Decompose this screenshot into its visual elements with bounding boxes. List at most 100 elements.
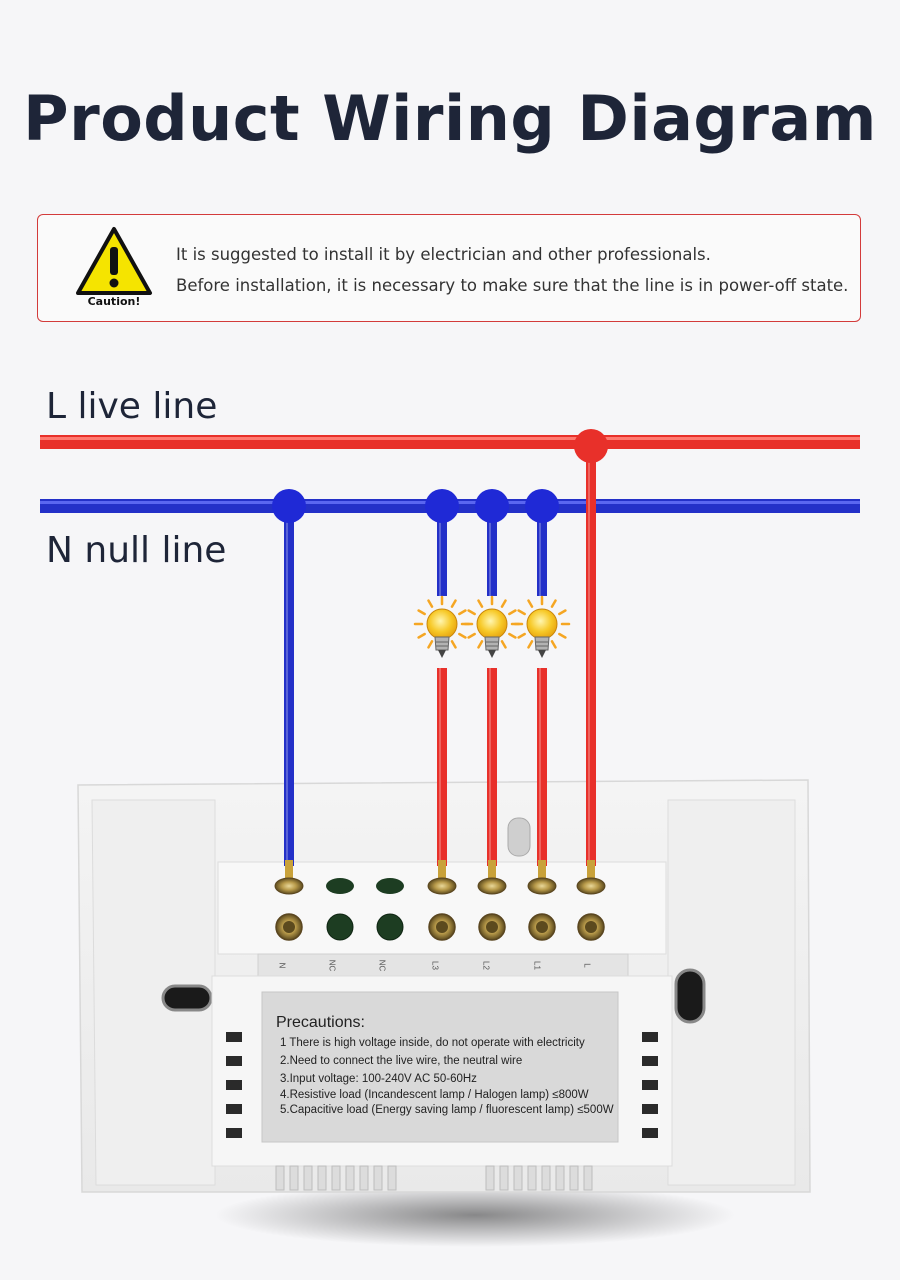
bulb-base bbox=[434, 636, 450, 651]
bulb-glass bbox=[526, 608, 558, 640]
bulb-ray bbox=[517, 609, 526, 616]
side-vent-left bbox=[226, 1080, 242, 1090]
bulb-ray bbox=[427, 640, 434, 649]
bulb-ray bbox=[458, 632, 467, 639]
terminal-label-n: N bbox=[277, 962, 287, 969]
wire-l-highlight bbox=[588, 446, 590, 866]
null-junction-n bbox=[272, 489, 306, 523]
bottom-vent bbox=[513, 1165, 523, 1191]
terminal-screw-center bbox=[436, 921, 448, 933]
wire-l1-load-highlight bbox=[539, 668, 541, 866]
terminal-label-strip bbox=[257, 953, 629, 977]
wire-l1-null-highlight bbox=[539, 506, 541, 596]
bulb-ray bbox=[527, 640, 534, 649]
bulb-ray bbox=[558, 609, 567, 616]
nc-terminal-screw bbox=[376, 913, 404, 941]
terminal-top bbox=[576, 877, 606, 895]
wire-tip bbox=[285, 860, 293, 880]
terminal-screw-center bbox=[283, 921, 295, 933]
bottom-vent bbox=[317, 1165, 327, 1191]
page-title: Product Wiring Diagram bbox=[23, 82, 877, 155]
precaution-item-3: 3.Input voltage: 100-240V AC 50-60Hz bbox=[280, 1073, 477, 1085]
wire-l3-load-highlight bbox=[439, 668, 441, 866]
side-vent-right bbox=[642, 1080, 658, 1090]
lamp-bulbs bbox=[413, 595, 571, 658]
caution-box: Caution! It is suggested to install it b… bbox=[37, 214, 861, 322]
bulb-tip bbox=[488, 650, 496, 658]
terminal-top bbox=[274, 877, 304, 895]
wire-l3-null bbox=[437, 506, 447, 596]
nc-terminal-top bbox=[326, 878, 354, 894]
bulb-ray bbox=[517, 632, 526, 639]
live-line-highlight bbox=[40, 437, 860, 440]
bulb-ray bbox=[458, 609, 467, 616]
bottom-vent bbox=[373, 1165, 383, 1191]
wire-l2-load bbox=[487, 668, 497, 866]
bulb-ray bbox=[427, 599, 434, 608]
wire-l3-null-highlight bbox=[439, 506, 441, 596]
terminal-label-nc-2: NC bbox=[377, 959, 387, 972]
bulb-glass bbox=[476, 608, 508, 640]
side-vent-right bbox=[642, 1104, 658, 1114]
bulb-ray bbox=[417, 632, 426, 639]
bottom-vent bbox=[569, 1165, 579, 1191]
bulb-ray bbox=[477, 599, 484, 608]
vertical-wires bbox=[284, 446, 596, 880]
terminal-screw-center bbox=[486, 921, 498, 933]
bulb-ray bbox=[450, 599, 457, 608]
precautions-sticker bbox=[261, 991, 619, 1143]
bulb-ray bbox=[477, 640, 484, 649]
bulb-ray bbox=[467, 632, 476, 639]
wire-n bbox=[284, 506, 294, 866]
wire-l3-load bbox=[437, 668, 447, 866]
precaution-item-1: 1 There is high voltage inside, do not o… bbox=[280, 1037, 585, 1049]
side-vent-right bbox=[642, 1032, 658, 1042]
terminal-label-l2: L2 bbox=[481, 961, 491, 970]
bottom-vent bbox=[527, 1165, 537, 1191]
terminal-screw-center bbox=[585, 921, 597, 933]
bulb-tip bbox=[538, 650, 546, 658]
wire-tip bbox=[538, 860, 546, 880]
caution-text-2: Before installation, it is necessary to … bbox=[176, 276, 849, 295]
bottom-vent bbox=[359, 1165, 369, 1191]
bulb-glass bbox=[426, 608, 458, 640]
terminal-label-l3: L3 bbox=[430, 961, 440, 970]
side-vent-left bbox=[226, 1128, 242, 1138]
plate-inner-left bbox=[91, 799, 216, 1186]
warning-triangle-icon bbox=[76, 227, 152, 295]
bottom-vent bbox=[345, 1165, 355, 1191]
switch-shadow bbox=[215, 1183, 735, 1247]
bulb-base bbox=[534, 636, 550, 651]
nc-terminal-top bbox=[376, 878, 404, 894]
side-vent-left bbox=[226, 1056, 242, 1066]
live-line-label: L live line bbox=[46, 386, 218, 427]
bottom-vent bbox=[331, 1165, 341, 1191]
wire-tip bbox=[438, 860, 446, 880]
terminal-screws bbox=[274, 877, 606, 941]
bottom-vent bbox=[555, 1165, 565, 1191]
terminal-top bbox=[527, 877, 557, 895]
side-vent-right bbox=[642, 1056, 658, 1066]
precautions-title: Precautions: bbox=[276, 1014, 365, 1031]
side-vent-left bbox=[226, 1032, 242, 1042]
terminal-label-nc-1: NC bbox=[327, 959, 337, 972]
wire-l bbox=[586, 446, 596, 866]
precaution-item-2: 2.Need to connect the live wire, the neu… bbox=[280, 1055, 523, 1067]
bulb-ray bbox=[508, 609, 517, 616]
precaution-item-4: 4.Resistive load (Incandescent lamp / Ha… bbox=[280, 1089, 589, 1101]
wire-tip bbox=[587, 860, 595, 880]
bottom-vent bbox=[583, 1165, 593, 1191]
bulb-icon bbox=[413, 595, 471, 658]
precaution-item-5: 5.Capacitive load (Energy saving lamp / … bbox=[280, 1104, 614, 1116]
nc-terminal-screw bbox=[326, 913, 354, 941]
bulb-icon bbox=[513, 595, 571, 658]
null-junction-l3 bbox=[425, 489, 459, 523]
right-mount-hole bbox=[674, 968, 706, 1024]
null-junction-l2 bbox=[475, 489, 509, 523]
left-mount-hole bbox=[161, 984, 213, 1012]
caution-text-1: It is suggested to install it by electri… bbox=[176, 245, 711, 264]
bulb-ray bbox=[558, 632, 567, 639]
wire-l1-load bbox=[537, 668, 547, 866]
center-slot bbox=[507, 817, 531, 857]
